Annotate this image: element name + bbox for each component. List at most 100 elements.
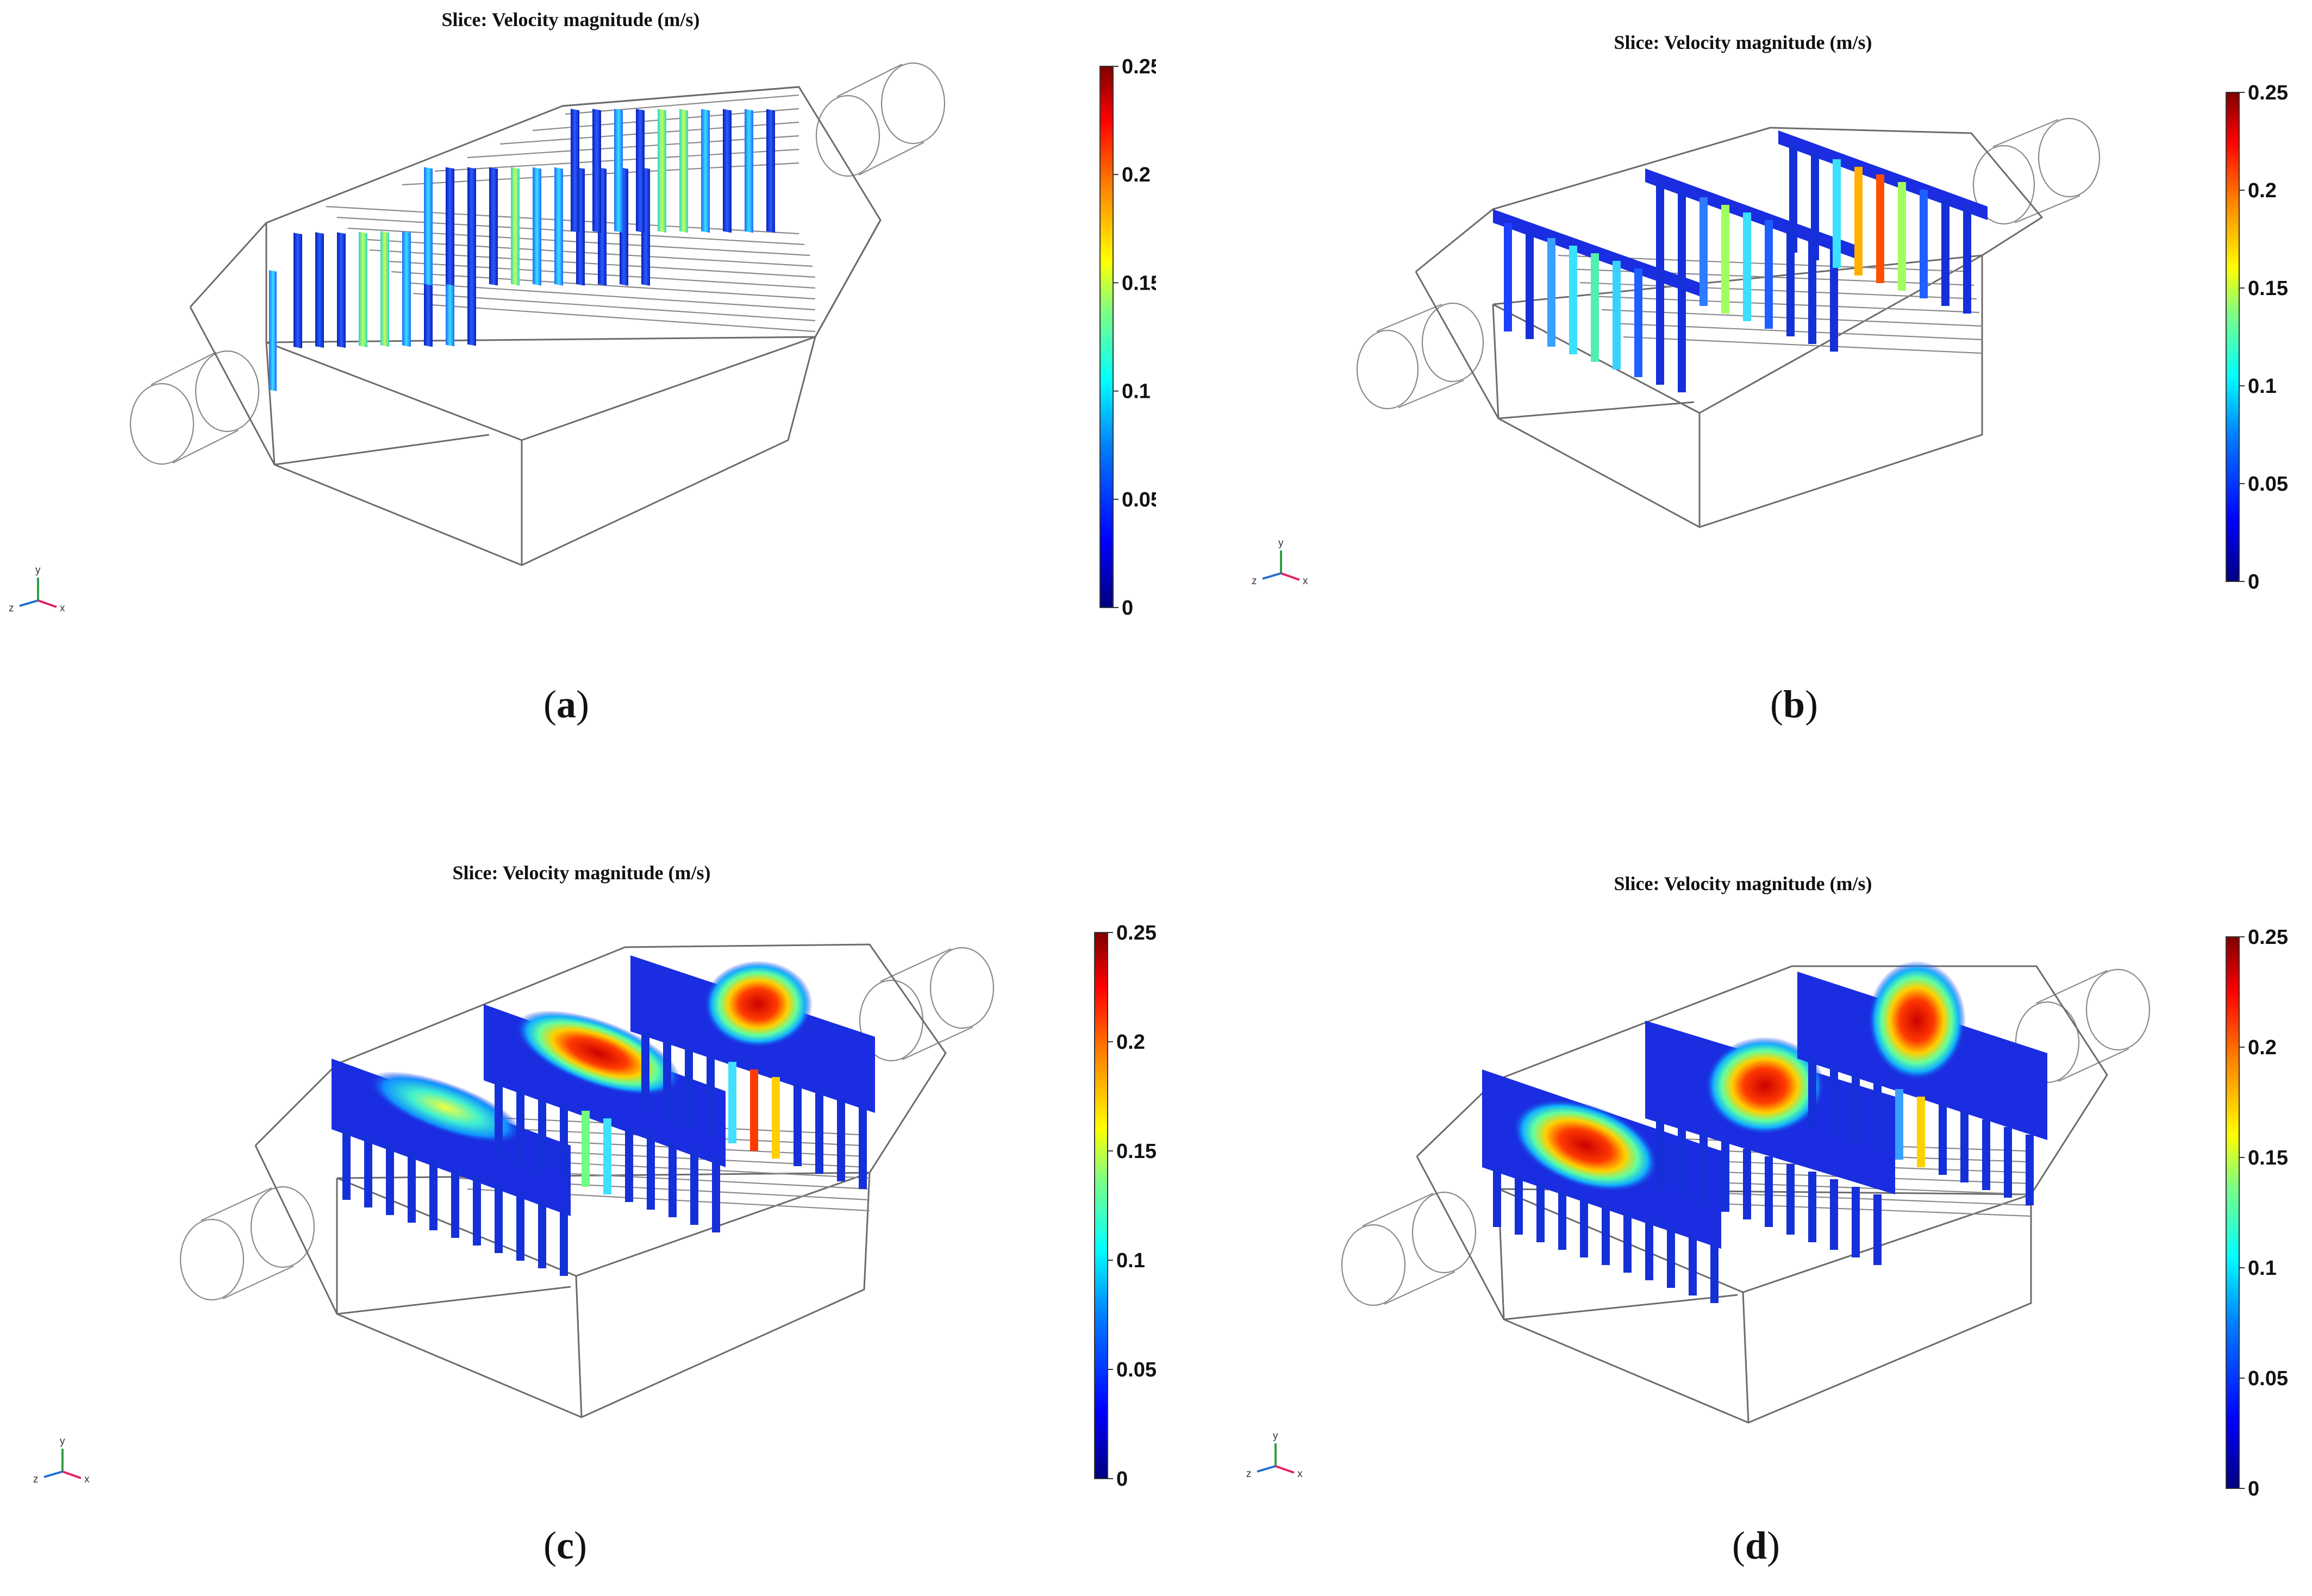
colorbar-gradient <box>2226 936 2240 1489</box>
panel-d: Slice: Velocity magnitude (m/s) <box>1156 798 2312 1595</box>
colorbar-tick-label: 0.05 <box>1122 489 1156 511</box>
caption-open-paren: ( <box>543 683 557 726</box>
sheet-teeth <box>1493 1167 1719 1303</box>
colorbar-tick-label: 0.1 <box>2248 375 2277 398</box>
colorbar-tick-label: 0.2 <box>2248 179 2277 202</box>
panel-d-caption: (d) <box>1732 1523 1780 1568</box>
colorbar-tick-label: 0.1 <box>1116 1249 1145 1272</box>
panel-c: Slice: Velocity magnitude (m/s) <box>0 798 1156 1595</box>
velocity-strip <box>679 109 688 233</box>
velocity-strip <box>489 167 498 286</box>
velocity-strip <box>614 109 623 233</box>
velocity-strip <box>315 232 324 348</box>
caption-close-paren: ) <box>576 683 589 726</box>
panel-c-title: Slice: Velocity magnitude (m/s) <box>453 862 711 884</box>
baffle-slices <box>269 109 775 391</box>
panel-b-figure: Slice: Velocity magnitude (m/s) <box>1252 32 2288 593</box>
colorbar-gradient <box>1099 66 1114 608</box>
colorbar-tick-label: 0.25 <box>2248 82 2288 104</box>
axis-label-z: z <box>9 603 14 614</box>
panel-c-caption: (c) <box>543 1523 587 1568</box>
colorbar: 0.25 0.2 0.15 0.1 0.05 0 <box>2226 926 2288 1500</box>
colorbar-tick-label: 0.25 <box>1122 55 1156 78</box>
colorbar-tick-label: 0 <box>1116 1468 1128 1491</box>
velocity-strip <box>745 109 753 233</box>
velocity-plume <box>1705 1037 1824 1135</box>
colorbar-tick-label: 0 <box>2248 1478 2259 1500</box>
velocity-strip <box>424 167 433 286</box>
panel-b-caption: (b) <box>1770 682 1818 727</box>
velocity-plume <box>1512 1099 1659 1192</box>
velocity-strip <box>511 167 520 286</box>
axis-label-x: x <box>60 603 65 614</box>
colorbar-gradient <box>2226 92 2240 582</box>
panel-d-figure: Slice: Velocity magnitude (m/s) <box>1246 873 2288 1500</box>
velocity-plume <box>704 961 813 1048</box>
colorbar-tick-label: 0.15 <box>2248 1147 2288 1169</box>
velocity-sheets <box>1482 961 2047 1303</box>
velocity-strip <box>571 109 579 233</box>
velocity-strip <box>380 231 389 347</box>
baffle-combs <box>1493 130 1988 392</box>
sheet-teeth <box>641 1031 867 1189</box>
panel-a-figure: Slice: Velocity magnitude (m/s) <box>9 9 1156 619</box>
axis-label-x: x <box>1303 575 1308 587</box>
axis-label-y: y <box>35 565 41 576</box>
caption-close-paren: ) <box>1767 1524 1780 1567</box>
sheet-teeth <box>495 1080 720 1232</box>
panel-d-title: Slice: Velocity magnitude (m/s) <box>1614 873 1872 894</box>
colorbar-tick-label: 0.05 <box>1116 1359 1156 1381</box>
axis-label-y: y <box>1273 1430 1278 1442</box>
axis-triad: y x z <box>33 1436 90 1485</box>
axis-label-z: z <box>1252 575 1257 587</box>
velocity-strip <box>723 109 732 233</box>
velocity-strip <box>293 233 302 349</box>
caption-open-paren: ( <box>1732 1524 1745 1567</box>
velocity-plume <box>515 1010 680 1096</box>
sheet-teeth <box>1656 1118 1882 1265</box>
axis-label-z: z <box>1246 1468 1252 1480</box>
colorbar-tick-label: 0.1 <box>2248 1257 2277 1280</box>
axis-triad: y x z <box>1246 1430 1303 1480</box>
colorbar-gradient <box>1094 932 1108 1479</box>
axis-triad: y x z <box>9 565 65 614</box>
colorbar-tick-label: 0.25 <box>2248 926 2288 949</box>
colorbar: 0.250.20.150.10.050 <box>1094 922 1156 1491</box>
caption-letter: a <box>556 683 576 726</box>
colorbar-tick-label: 0.05 <box>2248 1367 2288 1390</box>
comb-top-bar <box>1493 209 1699 296</box>
caption-open-paren: ( <box>543 1524 557 1567</box>
velocity-strip <box>636 109 645 233</box>
velocity-strip <box>359 231 367 348</box>
caption-open-paren: ( <box>1770 683 1783 726</box>
panel-a-title: Slice: Velocity magnitude (m/s) <box>442 9 700 30</box>
caption-close-paren: ) <box>573 1524 587 1567</box>
velocity-strip <box>446 167 454 286</box>
velocity-strip <box>592 109 601 233</box>
panel-b-title: Slice: Velocity magnitude (m/s) <box>1614 32 1872 53</box>
apparatus-wireframe <box>129 62 946 566</box>
colorbar-tick-label: 0 <box>2248 571 2259 593</box>
axis-label-y: y <box>1278 537 1284 549</box>
velocity-strip <box>337 232 346 348</box>
sheet-teeth <box>342 1129 568 1276</box>
colorbar-tick-label: 0.1 <box>1122 380 1151 403</box>
caption-close-paren: ) <box>1805 683 1819 726</box>
apparatus-wireframe <box>1356 117 2101 528</box>
colorbar-tick-label: 0.2 <box>1116 1031 1145 1054</box>
velocity-strip <box>658 109 666 233</box>
axis-label-x: x <box>84 1474 90 1485</box>
axis-label-z: z <box>33 1474 39 1485</box>
colorbar: 0.250.20.150.10.050 <box>1099 55 1156 619</box>
colorbar-tick-label: 0.15 <box>1122 272 1156 295</box>
sheet-teeth <box>1808 1059 2034 1205</box>
velocity-strip <box>467 167 476 286</box>
velocity-strip <box>701 109 710 233</box>
colorbar-tick-label: 0.2 <box>2248 1036 2277 1059</box>
velocity-sheets <box>332 955 875 1276</box>
colorbar-tick-label: 0.2 <box>1122 164 1151 186</box>
velocity-plume <box>1868 961 1966 1080</box>
colorbar-tick-label: 0.15 <box>2248 277 2288 300</box>
velocity-strip <box>269 270 277 391</box>
colorbar-tick-label: 0.15 <box>1116 1140 1156 1163</box>
